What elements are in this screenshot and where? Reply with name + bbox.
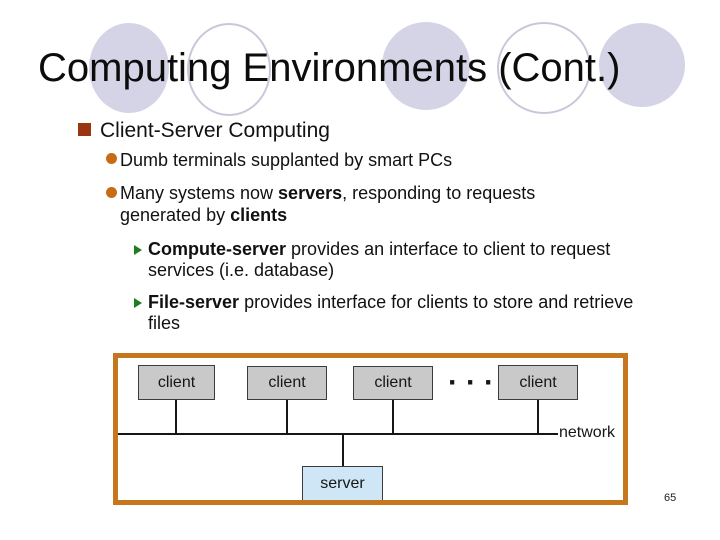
bullet-many-systems: Many systems now servers, responding to …	[120, 182, 600, 226]
text-segment: Many systems now	[120, 183, 279, 203]
text-segment: provides an interface to client to reque…	[148, 239, 611, 280]
server-box: server	[302, 466, 383, 500]
server-connector-line	[342, 435, 344, 466]
client-box-2: client	[247, 366, 327, 400]
text-segment: provides interface for clients to store …	[148, 292, 634, 333]
text-segment: , responding to requests generated by	[120, 183, 536, 225]
ellipsis-dots: ···	[448, 366, 502, 399]
title-decoration-circle-4	[497, 22, 591, 114]
server-box-label: server	[320, 475, 365, 492]
title-decoration-circle-3	[382, 22, 470, 110]
bold-term-clients: clients	[230, 205, 288, 225]
level3-bullet-icon	[134, 245, 142, 255]
title-decoration-circle-1	[89, 23, 169, 113]
bullet-compute-server: Compute-server provides an interface to …	[148, 239, 613, 281]
client-box-label: client	[374, 374, 412, 391]
client-connector-line	[175, 400, 177, 434]
bold-term-servers: servers	[278, 183, 343, 203]
client-box-3: client	[353, 366, 433, 400]
title-decoration-circle-2	[187, 23, 271, 116]
bold-term-compute-server: Compute-server	[148, 239, 287, 259]
client-box-1: client	[138, 365, 215, 400]
level2-bullet-icon	[106, 187, 117, 198]
client-server-diagram: client client client client ··· network …	[113, 353, 628, 505]
bullet-file-server: File-server provides interface for clien…	[148, 292, 658, 334]
page-number: 65	[664, 492, 677, 504]
client-connector-line	[537, 400, 539, 434]
page-title: Computing Environments (Cont.)	[38, 46, 621, 90]
client-box-4: client	[498, 365, 578, 400]
client-box-label: client	[157, 373, 196, 391]
bullet-client-server-computing: Client-Server Computing	[100, 119, 330, 142]
network-line	[118, 433, 558, 435]
level2-bullet-icon	[106, 153, 117, 164]
client-box-label: client	[519, 373, 557, 391]
client-connector-line	[286, 400, 288, 434]
bold-term-file-server: File-server	[148, 292, 240, 312]
client-connector-line	[392, 400, 394, 434]
client-box-label: client	[268, 374, 306, 391]
level1-bullet-icon	[78, 123, 91, 136]
level3-bullet-icon	[134, 298, 142, 308]
network-label: network	[559, 424, 616, 441]
bullet-dumb-terminals: Dumb terminals supplanted by smart PCs	[120, 150, 453, 170]
title-decoration-circle-5	[599, 23, 685, 107]
